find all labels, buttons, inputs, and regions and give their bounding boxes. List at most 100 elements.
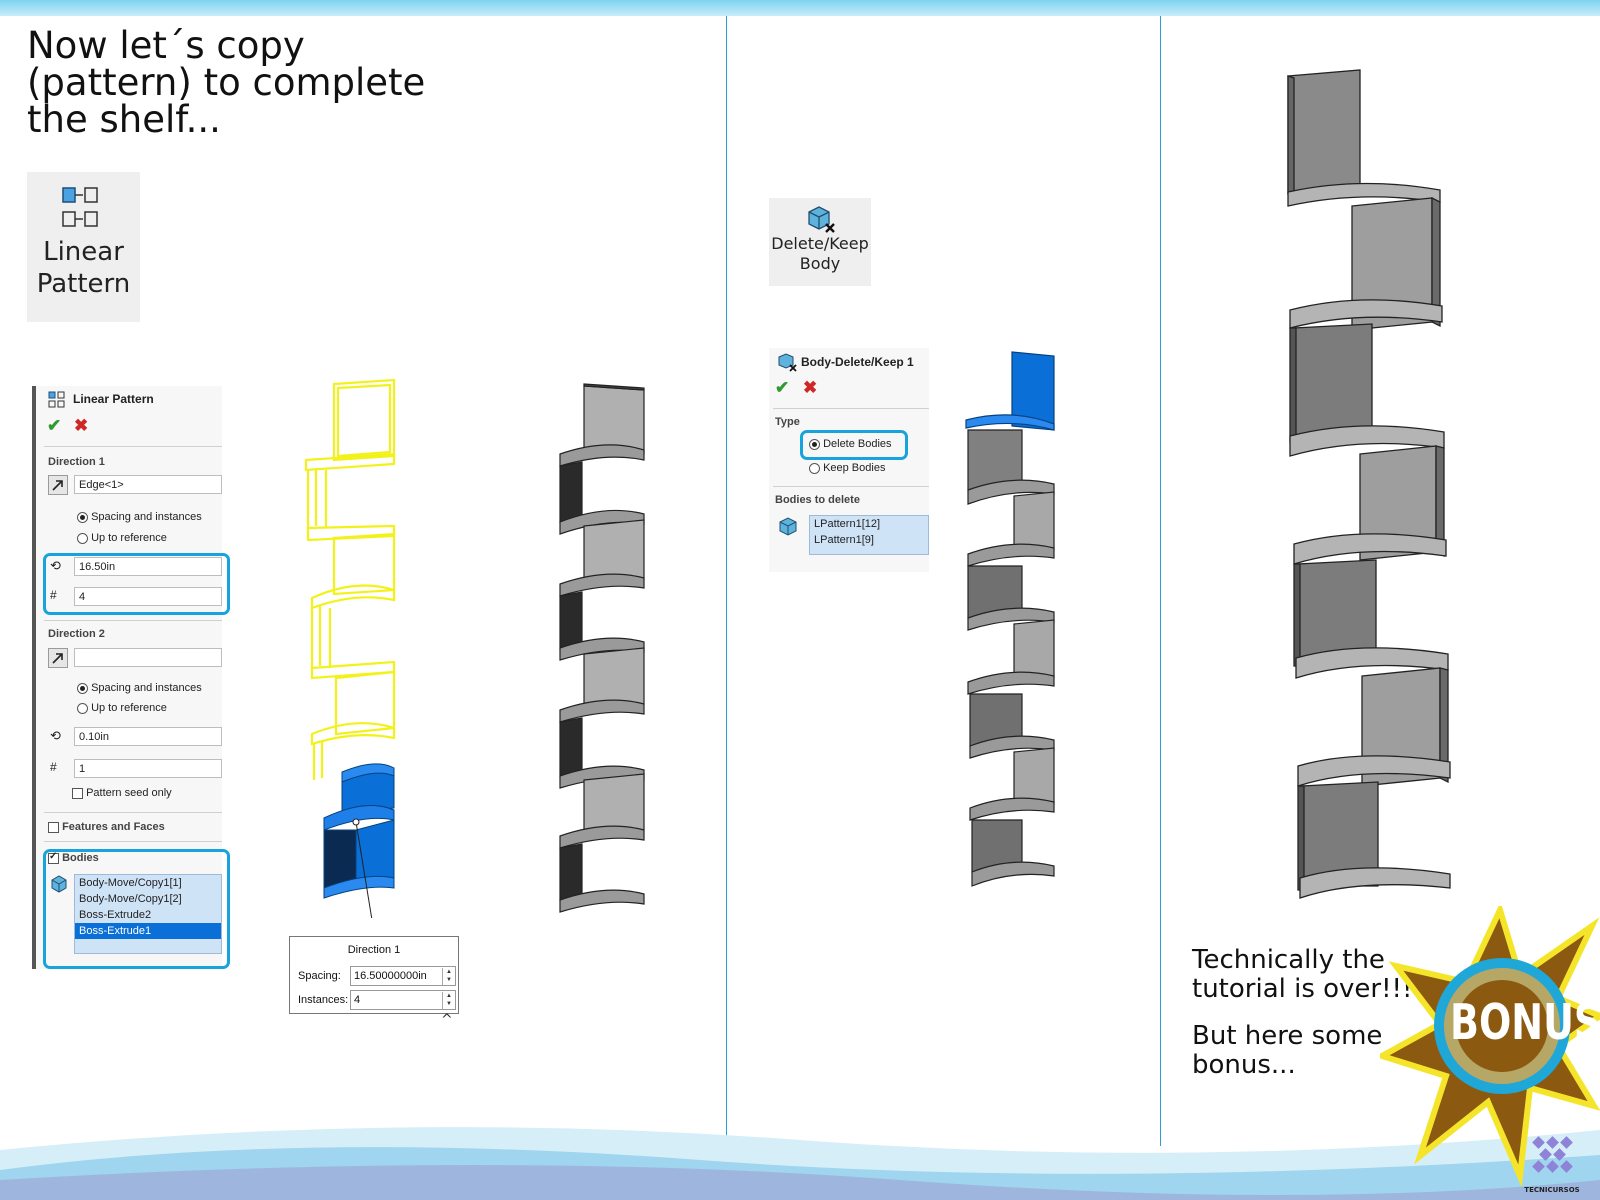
bonus-badge-text: BONUS [1450, 993, 1600, 1051]
list-item[interactable]: Body-Move/Copy1[2] [79, 893, 182, 905]
bodies-highlight [43, 849, 230, 969]
heading-line-3: the shelf... [27, 98, 221, 141]
pm-separator [44, 812, 222, 813]
bodies-to-delete-list[interactable]: LPattern1[12] LPattern1[9] [809, 515, 929, 555]
pm-separator [44, 446, 222, 447]
direction1-instances-field[interactable]: 4 [74, 587, 222, 606]
final-shelf-graphic [1287, 69, 1451, 899]
features-faces-section[interactable]: Features and Faces [48, 821, 165, 833]
linear-pattern-label-2: Pattern [36, 269, 131, 299]
linear-pattern-icon [62, 187, 98, 227]
list-item[interactable]: Boss-Extrude2 [79, 909, 152, 921]
direction1-edge-field[interactable]: Edge<1> [74, 475, 222, 494]
spinner-arrows-icon[interactable]: ▲▼ [442, 968, 455, 985]
radio-label: Spacing and instances [91, 682, 202, 694]
pm-separator [773, 486, 929, 487]
note-line: tutorial is over!!! [1192, 974, 1413, 1004]
pm-separator [44, 620, 222, 621]
tutorial-over-note: Technically the tutorial is over!!! [1192, 946, 1422, 1004]
pm-left-edge [32, 386, 36, 969]
delete-bodies-radio[interactable]: Delete Bodies [809, 438, 892, 450]
radio-label: Up to reference [91, 702, 167, 714]
callout-title: Direction 1 [347, 944, 401, 956]
bodies-select-icon [51, 875, 67, 893]
direction-arrow-icon[interactable] [48, 475, 68, 495]
direction1-callout: Direction 1 Spacing: 16.50000000in ▲▼ In… [289, 936, 459, 1014]
checkbox-checked[interactable] [48, 851, 59, 864]
direction1-reference-radio[interactable]: Up to reference [77, 532, 167, 544]
collapse-chevron-icon[interactable]: ^ [441, 1012, 453, 1028]
cancel-button[interactable]: ✖ [803, 378, 818, 397]
radio-selected[interactable] [77, 511, 88, 523]
pattern-seed-only-checkbox[interactable]: Pattern seed only [72, 787, 172, 799]
patterned-shelf-graphic [559, 383, 645, 913]
radio-unselected[interactable] [809, 462, 820, 474]
list-item[interactable]: LPattern1[12] [814, 518, 881, 530]
delete-body-small-icon [778, 353, 797, 372]
bodies-list[interactable]: Body-Move/Copy1[1] Body-Move/Copy1[2] Bo… [74, 874, 222, 954]
heading-line-2: (pattern) to complete [27, 61, 426, 104]
ok-button[interactable]: ✔ [775, 378, 790, 397]
bodies-to-delete-label: Bodies to delete [775, 494, 860, 506]
pm-title: Linear Pattern [73, 392, 154, 406]
linear-pattern-small-icon [48, 391, 65, 408]
spacing2-icon: ⟲ [50, 728, 61, 743]
column-divider-1 [726, 16, 727, 1160]
callout-instances-input[interactable]: 4 ▲▼ [350, 990, 456, 1010]
radio-unselected[interactable] [77, 702, 88, 714]
direction2-spacing-field[interactable]: 0.10in [74, 727, 222, 746]
radio-label: Keep Bodies [823, 462, 886, 474]
pm-separator [44, 841, 222, 842]
ok-button[interactable]: ✔ [47, 416, 62, 435]
direction2-reference-radio[interactable]: Up to reference [77, 702, 167, 714]
heading-line-1: Now let´s copy [27, 24, 305, 67]
tecnicursos-logo-icon [1532, 1136, 1573, 1173]
body-delete-keep-property-manager: Body-Delete/Keep 1 ✔ ✖ Type Delete Bodie… [769, 348, 929, 572]
linear-pattern-toolbar-button[interactable]: Linear Pattern [27, 172, 140, 322]
radio-unselected[interactable] [77, 532, 88, 544]
pm-separator [773, 408, 929, 409]
spacing-icon: ⟲ [50, 558, 61, 573]
bottom-wave-decoration [0, 1127, 1600, 1200]
linear-pattern-property-manager: Linear Pattern ✔ ✖ Direction 1 Edge<1> S… [36, 386, 222, 969]
logo-text: TECNICURSOS [1524, 1186, 1580, 1194]
keep-bodies-radio[interactable]: Keep Bodies [809, 462, 885, 474]
callout-spacing-input[interactable]: 16.50000000in ▲▼ [350, 966, 456, 986]
radio-selected[interactable] [77, 682, 88, 694]
direction2-edge-field[interactable] [74, 648, 222, 667]
column-divider-2 [1160, 16, 1161, 1146]
checkbox[interactable] [48, 821, 59, 833]
slide-heading: Now let´s copy (pattern) to complete the… [27, 27, 467, 138]
pattern-preview-graphic [304, 378, 396, 918]
linear-pattern-label-1: Linear [43, 237, 124, 267]
list-item-selected[interactable]: Boss-Extrude1 [75, 923, 221, 939]
direction2-arrow-icon[interactable] [48, 648, 68, 668]
note-line: bonus... [1192, 1050, 1296, 1080]
direction1-spacing-radio[interactable]: Spacing and instances [77, 511, 202, 523]
spacing-instances-highlight [43, 553, 230, 615]
checkbox-label: Pattern seed only [86, 787, 172, 799]
delete-body-shelf-graphic [965, 351, 1055, 887]
instances-icon: # [50, 588, 57, 602]
callout-spacing-value: 16.50000000in [354, 970, 427, 982]
spinner-arrows-icon[interactable]: ▲▼ [442, 992, 455, 1009]
bodies-select-icon [779, 517, 797, 536]
delete-body-icon [808, 206, 835, 233]
list-item[interactable]: Body-Move/Copy1[1] [79, 877, 182, 889]
cancel-button[interactable]: ✖ [74, 416, 89, 435]
callout-spacing-label: Spacing: [298, 970, 341, 982]
direction2-instances-field[interactable]: 1 [74, 759, 222, 778]
direction1-label: Direction 1 [48, 456, 105, 468]
checkbox[interactable] [72, 787, 83, 799]
delete-bodies-highlight [800, 430, 908, 460]
bodies-section[interactable]: Bodies [48, 851, 99, 864]
delete-keep-toolbar-button[interactable]: Delete/Keep Body [769, 198, 871, 286]
direction2-spacing-radio[interactable]: Spacing and instances [77, 682, 202, 694]
radio-selected[interactable] [809, 438, 820, 450]
direction1-spacing-field[interactable]: 16.50in [74, 557, 222, 576]
callout-instances-label: Instances: [298, 994, 349, 1006]
bonus-note: But here some bonus... [1192, 1022, 1422, 1080]
bonus-starburst-graphic [1380, 906, 1600, 1186]
list-item[interactable]: LPattern1[9] [814, 534, 874, 546]
direction2-label: Direction 2 [48, 628, 105, 640]
